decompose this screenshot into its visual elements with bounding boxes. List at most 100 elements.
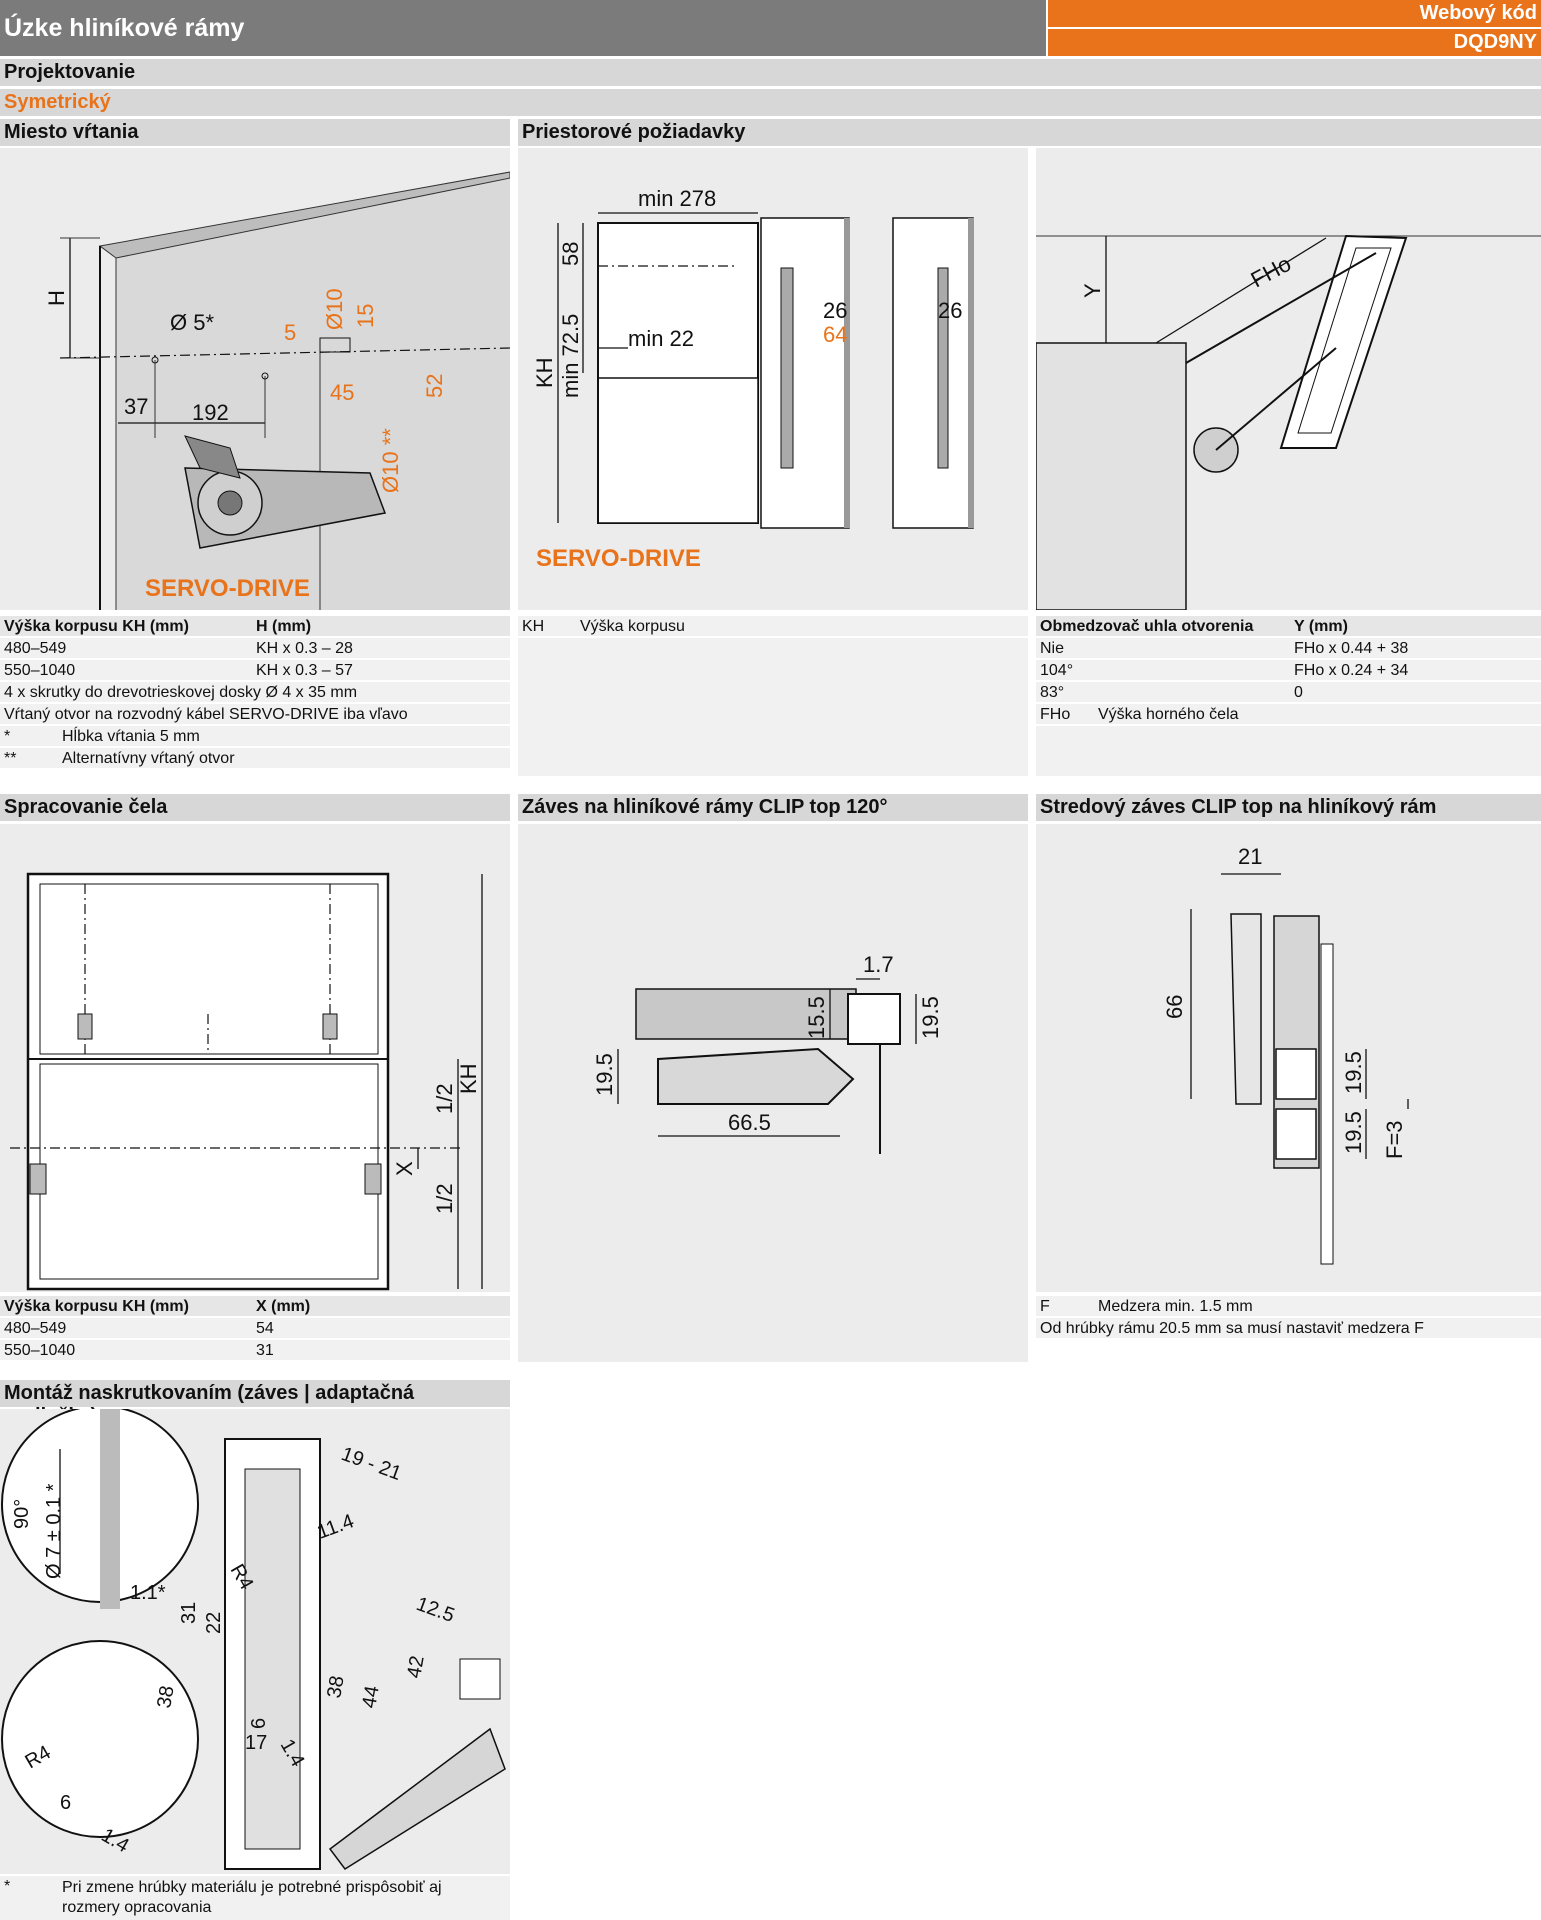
- dim-42: 42: [403, 1654, 429, 1680]
- ft-r0c0: 480–549: [4, 1320, 67, 1337]
- panel-title-drilling: Miesto vŕtania: [0, 119, 510, 146]
- dt-fn0b: Hĺbka vŕtania 5 mm: [62, 728, 200, 745]
- at-r2c0: 83°: [1040, 684, 1065, 701]
- dim-half-a: 1/2: [432, 1083, 457, 1114]
- dt-note0: 4 x skrutky do drevotrieskovej dosky Ø 4…: [0, 682, 510, 704]
- dim-21: 21: [1238, 844, 1262, 869]
- cn-1: Od hrúbky rámu 20.5 mm sa musí nastaviť …: [1036, 1318, 1541, 1340]
- drilling-figure: H Ø 5* 5 Ø10 15 37 192 45 52 Ø10 ** SERV…: [0, 148, 511, 610]
- hinge-figure: 1.7 15.5 19.5 19.5 66.5: [518, 824, 1028, 1362]
- angle-figure: Y FHo: [1035, 148, 1541, 611]
- dim-6b: 6: [60, 1792, 71, 1814]
- section-subtitle: Symetrický: [0, 89, 1541, 116]
- dt-h1: H (mm): [256, 618, 312, 635]
- dim-half-b: 1/2: [432, 1183, 457, 1214]
- web-code[interactable]: DQD9NY: [1048, 29, 1541, 56]
- dim-31: 31: [178, 1602, 200, 1624]
- dt-fn0a: *: [4, 728, 11, 745]
- dim-52: 52: [422, 374, 447, 398]
- dim-1921: 19 - 21: [338, 1443, 404, 1485]
- dim-195d: 19.5: [1341, 1111, 1366, 1154]
- dt-fn1b: Alternatívny vŕtaný otvor: [62, 750, 235, 767]
- ft-h1: X (mm): [256, 1298, 311, 1315]
- at-h1: Y (mm): [1294, 618, 1348, 635]
- at-r2c1: 0: [1294, 684, 1303, 701]
- dim-195a: 19.5: [918, 996, 943, 1039]
- dim-155: 15.5: [804, 996, 829, 1039]
- ft-r1c1: 31: [256, 1342, 274, 1359]
- cn-0a: F: [1040, 1298, 1050, 1315]
- dim-d10b: Ø10 **: [378, 428, 403, 493]
- dim-26b: 26: [938, 298, 962, 323]
- dim-d7: Ø 7 ± 0.1 *: [43, 1483, 65, 1579]
- ft-h0: Výška korpusu KH (mm): [4, 1298, 189, 1315]
- dim-125: 12.5: [413, 1593, 457, 1627]
- panel-title-mount: Montáž naskrutkovaním (záves | adaptačná…: [0, 1380, 510, 1427]
- at-r0c0: Nie: [1040, 640, 1065, 657]
- front-table: Výška korpusu KH (mm) X (mm) 480–549 54 55…: [0, 1296, 510, 1362]
- dim-d10: Ø10: [322, 288, 347, 330]
- panel-title-center: Stredový záves CLIP top na hliníkový rám: [1036, 794, 1541, 821]
- dim-26a: 26: [823, 298, 847, 323]
- dim-37: 37: [124, 394, 148, 419]
- dim-min725: min 72.5: [558, 314, 583, 398]
- dt-r0c1: KH x 0.3 – 28: [256, 640, 353, 657]
- dim-195c: 19.5: [1341, 1051, 1366, 1094]
- web-code-label: Webový kód: [1048, 0, 1541, 27]
- dim-38a: 38: [323, 1674, 349, 1700]
- dim-kh-space: KH: [532, 357, 557, 388]
- dt-note1: Vŕtaný otvor na rozvodný kábel SERVO-DRI…: [0, 704, 510, 726]
- dim-58: 58: [558, 242, 583, 266]
- dim-x: X: [392, 1161, 417, 1176]
- servo-label-2: SERVO-DRIVE: [536, 545, 701, 572]
- sl-0a: KH: [522, 618, 545, 635]
- dim-f3: F=3: [1382, 1120, 1407, 1159]
- dim-22: 22: [203, 1612, 225, 1634]
- dim-min22: min 22: [628, 326, 694, 351]
- dt-r1c1: KH x 0.3 – 57: [256, 662, 353, 679]
- dim-5: 5: [284, 320, 296, 345]
- mount-figure: 90° Ø 7 ± 0.1 * 1.1* 19 - 21 11.4 R4 31 …: [0, 1405, 510, 1874]
- drilling-table: Výška korpusu KH (mm) H (mm) 480–549 KH x …: [0, 616, 510, 770]
- section-title: Projektovanie: [0, 59, 1541, 86]
- mn-star: *: [4, 1878, 11, 1895]
- cn-0b: Medzera min. 1.5 mm: [1098, 1298, 1253, 1315]
- dim-64: 64: [823, 322, 847, 347]
- ft-r0c1: 54: [256, 1320, 274, 1337]
- panel-title-hinge: Záves na hliníkové rámy CLIP top 120°: [518, 794, 1028, 821]
- at-r1c0: 104°: [1040, 662, 1074, 679]
- dim-38b: 38: [153, 1684, 179, 1710]
- dim-17: 1.7: [863, 952, 894, 977]
- ft-r1c0: 550–1040: [4, 1342, 76, 1359]
- at-h0: Obmedzovač uhla otvorenia: [1040, 618, 1254, 635]
- mn-text: Pri zmene hrúbky materiálu je potrebné p…: [62, 1879, 442, 1916]
- dim-15: 15: [353, 304, 378, 328]
- dim-d5: Ø 5*: [170, 310, 214, 335]
- dt-r0c0: 480–549: [4, 640, 67, 657]
- dim-665: 66.5: [728, 1110, 771, 1135]
- panel-title-space: Priestorové požiadavky: [518, 119, 1541, 146]
- dim-y: Y: [1080, 283, 1105, 298]
- at-l0a: FHo: [1040, 706, 1071, 723]
- dim-h: H: [44, 290, 69, 306]
- dim-6a: 6: [248, 1718, 270, 1729]
- dt-h0: Výška korpusu KH (mm): [4, 618, 189, 635]
- space-figure: min 278 KH 58 min 72.5 min 22 26 64 26 S…: [518, 148, 1028, 610]
- dim-fho: FHo: [1247, 251, 1295, 293]
- center-figure: 21 66 19.5 19.5 F=3: [1036, 824, 1541, 1292]
- dim-45: 45: [330, 380, 354, 405]
- dim-195b: 19.5: [592, 1053, 617, 1096]
- dim-44: 44: [358, 1684, 384, 1710]
- mount-note: * Pri zmene hrúbky materiálu je potrebné…: [0, 1876, 510, 1920]
- at-r0c1: FHo x 0.44 + 38: [1294, 640, 1409, 657]
- front-figure: KH 1/2 1/2 X: [0, 824, 510, 1292]
- at-r1c1: FHo x 0.24 + 34: [1294, 662, 1409, 679]
- dim-90: 90°: [11, 1499, 33, 1529]
- dim-11: 1.1*: [130, 1582, 166, 1604]
- document-title: Úzke hliníkové rámy: [0, 0, 1046, 56]
- dim-192: 192: [192, 400, 229, 425]
- dim-66: 66: [1162, 995, 1187, 1019]
- panel-title-front: Spracovanie čela: [0, 794, 510, 821]
